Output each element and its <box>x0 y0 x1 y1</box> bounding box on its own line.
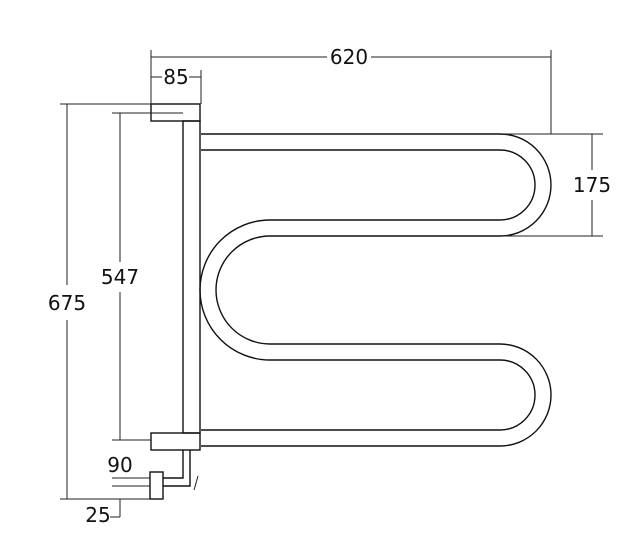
dimension-label-overall-width: 620 <box>330 45 368 69</box>
dimension-547: 547 <box>101 112 183 441</box>
vertical-bar <box>149 103 201 500</box>
dimension-25: 25 <box>85 499 121 527</box>
dimension-label-pipe-spacing: 547 <box>101 265 139 289</box>
dimension-90: 90 <box>107 453 150 487</box>
dimension-175: 175 <box>505 133 611 237</box>
valve-body <box>149 471 164 500</box>
vertical-pipe <box>182 120 201 434</box>
pipe-inner-contour <box>199 149 536 431</box>
valve-connection <box>163 450 191 487</box>
dimension-label-loop-height: 175 <box>573 173 611 197</box>
dimension-label-valve-offset: 25 <box>85 503 110 527</box>
serpentine-pipe <box>199 133 552 447</box>
dimension-label-bracket-width: 85 <box>163 65 188 89</box>
dimension-85: 85 <box>151 65 202 104</box>
bottom-bracket <box>150 432 201 451</box>
dimension-label-bottom-offset: 90 <box>107 453 132 477</box>
dimension-620: 620 <box>150 45 552 134</box>
dimension-label-overall-height: 675 <box>48 291 86 315</box>
pipe-outer-contour <box>201 133 552 447</box>
dimension-675: 675 <box>48 103 151 500</box>
valve-tick <box>193 475 199 491</box>
